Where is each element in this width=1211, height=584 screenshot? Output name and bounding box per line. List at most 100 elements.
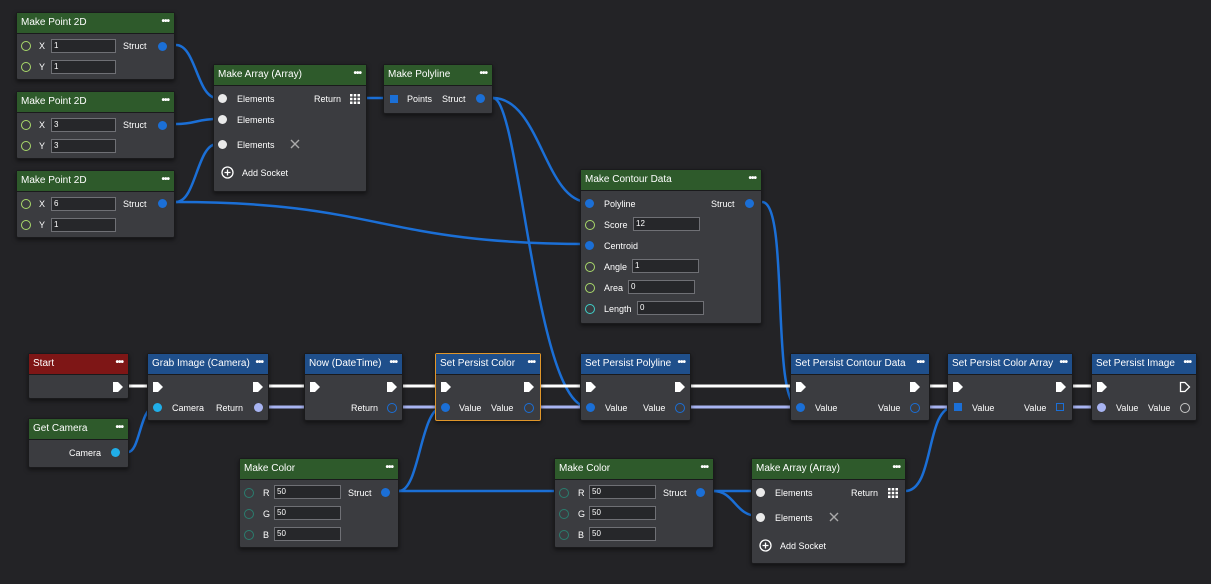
node-menu-icon[interactable]: ••• bbox=[1183, 357, 1191, 368]
make-contour-data-node[interactable]: Make Contour Data••• Polyline Struct Sco… bbox=[580, 169, 762, 324]
x-input[interactable]: 6 bbox=[51, 197, 116, 211]
elements-socket-1[interactable] bbox=[218, 94, 227, 103]
node-header[interactable]: Grab Image (Camera)••• bbox=[148, 354, 268, 375]
exec-out-icon[interactable] bbox=[909, 381, 921, 393]
value-output-socket[interactable] bbox=[524, 403, 534, 413]
set-persist-contour-data-node[interactable]: Set Persist Contour Data••• Value Value bbox=[790, 353, 930, 421]
node-menu-icon[interactable]: ••• bbox=[700, 462, 708, 473]
make-point-2d-node-2[interactable]: Make Point 2D••• X 3 Struct Y 3 bbox=[16, 91, 175, 159]
b-socket[interactable] bbox=[244, 530, 254, 540]
add-socket-icon[interactable] bbox=[759, 539, 772, 552]
score-socket[interactable] bbox=[585, 220, 595, 230]
make-array-node-1[interactable]: Make Array (Array)••• Elements Return El… bbox=[213, 64, 367, 192]
get-camera-node[interactable]: Get Camera••• Camera bbox=[28, 418, 129, 468]
y-input[interactable]: 3 bbox=[51, 139, 116, 153]
array-grid-icon[interactable] bbox=[888, 488, 898, 498]
add-socket-button[interactable]: Add Socket bbox=[780, 541, 827, 551]
exec-out-icon[interactable] bbox=[674, 381, 686, 393]
points-socket[interactable] bbox=[390, 95, 398, 103]
centroid-socket[interactable] bbox=[585, 241, 594, 250]
node-header[interactable]: Set Persist Color••• bbox=[436, 354, 540, 375]
elements-socket-1[interactable] bbox=[756, 488, 765, 497]
value-input-socket[interactable] bbox=[954, 403, 962, 411]
camera-output-socket[interactable] bbox=[111, 448, 120, 457]
value-output-socket[interactable] bbox=[1056, 403, 1064, 411]
area-input[interactable]: 0 bbox=[628, 280, 695, 294]
make-point-2d-node-1[interactable]: Make Point 2D••• X 1 Struct Y 1 bbox=[16, 12, 175, 80]
return-socket[interactable] bbox=[254, 403, 263, 412]
node-header[interactable]: Start••• bbox=[29, 354, 128, 375]
node-header[interactable]: Set Persist Polyline••• bbox=[581, 354, 690, 375]
node-header[interactable]: Make Color••• bbox=[240, 459, 398, 480]
value-output-socket[interactable] bbox=[910, 403, 920, 413]
add-socket-icon[interactable] bbox=[221, 166, 234, 179]
node-header[interactable]: Now (DateTime)••• bbox=[305, 354, 402, 375]
node-header[interactable]: Make Array (Array)••• bbox=[214, 65, 366, 86]
node-menu-icon[interactable]: ••• bbox=[385, 462, 393, 473]
r-socket[interactable] bbox=[244, 488, 254, 498]
value-input-socket[interactable] bbox=[441, 403, 450, 412]
exec-out-icon[interactable] bbox=[252, 381, 264, 393]
set-persist-image-node[interactable]: Set Persist Image••• Value Value bbox=[1091, 353, 1197, 421]
value-input-socket[interactable] bbox=[586, 403, 595, 412]
r-input[interactable]: 50 bbox=[274, 485, 341, 499]
b-socket[interactable] bbox=[559, 530, 569, 540]
make-point-2d-node-3[interactable]: Make Point 2D••• X 6 Struct Y 1 bbox=[16, 170, 175, 238]
node-menu-icon[interactable]: ••• bbox=[161, 95, 169, 106]
y-input[interactable]: 1 bbox=[51, 218, 116, 232]
exec-out-icon[interactable] bbox=[112, 381, 124, 393]
exec-out-icon[interactable] bbox=[1055, 381, 1067, 393]
angle-socket[interactable] bbox=[585, 262, 595, 272]
x-input[interactable]: 1 bbox=[51, 39, 116, 53]
node-menu-icon[interactable]: ••• bbox=[892, 462, 900, 473]
node-menu-icon[interactable]: ••• bbox=[479, 68, 487, 79]
exec-out-icon[interactable] bbox=[523, 381, 535, 393]
add-socket-button[interactable]: Add Socket bbox=[242, 168, 289, 178]
node-menu-icon[interactable]: ••• bbox=[161, 16, 169, 27]
score-input[interactable]: 12 bbox=[633, 217, 700, 231]
r-input[interactable]: 50 bbox=[589, 485, 656, 499]
node-menu-icon[interactable]: ••• bbox=[161, 174, 169, 185]
y-socket-icon[interactable] bbox=[21, 62, 31, 72]
exec-in-icon[interactable] bbox=[795, 381, 807, 393]
node-header[interactable]: Set Persist Image••• bbox=[1092, 354, 1196, 375]
node-menu-icon[interactable]: ••• bbox=[527, 357, 535, 368]
node-menu-icon[interactable]: ••• bbox=[389, 357, 397, 368]
remove-socket-icon[interactable] bbox=[290, 139, 300, 149]
node-header[interactable]: Make Color••• bbox=[555, 459, 713, 480]
exec-in-icon[interactable] bbox=[440, 381, 452, 393]
struct-output-socket[interactable] bbox=[696, 488, 705, 497]
angle-input[interactable]: 1 bbox=[632, 259, 699, 273]
node-menu-icon[interactable]: ••• bbox=[255, 357, 263, 368]
set-persist-color-node[interactable]: Set Persist Color••• Value Value bbox=[435, 353, 541, 421]
g-socket[interactable] bbox=[244, 509, 254, 519]
node-menu-icon[interactable]: ••• bbox=[1059, 357, 1067, 368]
make-polyline-node[interactable]: Make Polyline••• Points Struct bbox=[383, 64, 493, 114]
elements-socket-2[interactable] bbox=[756, 513, 765, 522]
g-input[interactable]: 50 bbox=[589, 506, 656, 520]
start-node[interactable]: Start••• bbox=[28, 353, 129, 399]
node-header[interactable]: Make Contour Data••• bbox=[581, 170, 761, 191]
node-header[interactable]: Set Persist Color Array••• bbox=[948, 354, 1072, 375]
struct-output-socket[interactable] bbox=[158, 42, 167, 51]
node-menu-icon[interactable]: ••• bbox=[115, 357, 123, 368]
struct-output-socket[interactable] bbox=[745, 199, 754, 208]
x-input[interactable]: 3 bbox=[51, 118, 116, 132]
elements-socket-2[interactable] bbox=[218, 115, 227, 124]
x-socket-icon[interactable] bbox=[21, 120, 31, 130]
make-color-node-2[interactable]: Make Color••• R 50 Struct G 50 B 50 bbox=[554, 458, 714, 548]
length-socket[interactable] bbox=[585, 304, 595, 314]
struct-output-socket[interactable] bbox=[476, 94, 485, 103]
node-menu-icon[interactable]: ••• bbox=[748, 173, 756, 184]
exec-out-icon[interactable] bbox=[386, 381, 398, 393]
polyline-socket[interactable] bbox=[585, 199, 594, 208]
node-header[interactable]: Make Array (Array)••• bbox=[752, 459, 905, 480]
now-datetime-node[interactable]: Now (DateTime)••• Return bbox=[304, 353, 403, 421]
struct-output-socket[interactable] bbox=[158, 199, 167, 208]
length-input[interactable]: 0 bbox=[637, 301, 704, 315]
b-input[interactable]: 50 bbox=[589, 527, 656, 541]
make-array-node-2[interactable]: Make Array (Array)••• Elements Return El… bbox=[751, 458, 906, 564]
exec-in-icon[interactable] bbox=[309, 381, 321, 393]
node-header[interactable]: Set Persist Contour Data••• bbox=[791, 354, 929, 375]
value-input-socket[interactable] bbox=[1097, 403, 1106, 412]
